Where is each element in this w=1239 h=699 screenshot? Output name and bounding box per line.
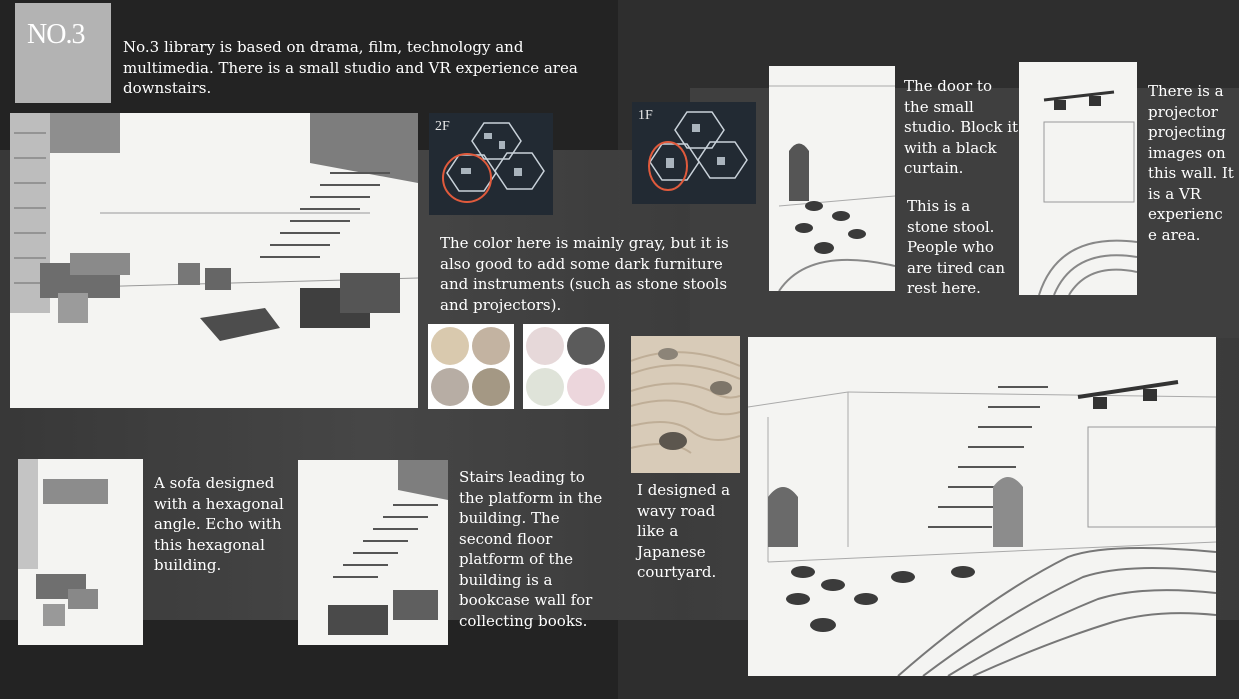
stool-caption: This is a stone stool. People who are ti… bbox=[907, 197, 1006, 297]
projector-caption: There is a projector projecting images o… bbox=[1148, 82, 1234, 244]
projector-sketch bbox=[1019, 62, 1137, 295]
swatch bbox=[431, 327, 469, 365]
door-sketch bbox=[769, 66, 895, 291]
swatch bbox=[472, 368, 510, 406]
vr-area-sketch bbox=[748, 337, 1216, 676]
swatch bbox=[431, 368, 469, 406]
floor-label-2f: 2F bbox=[435, 119, 450, 134]
main-interior-sketch bbox=[10, 113, 418, 408]
color-palette-cool bbox=[523, 324, 609, 409]
swatch bbox=[567, 327, 605, 365]
stairs-sketch bbox=[298, 460, 448, 645]
wavy-road-caption: I designed a wavy road like a Japanese c… bbox=[637, 481, 731, 581]
floor-label-1f: 1F bbox=[638, 108, 653, 123]
swatch bbox=[567, 368, 605, 406]
zen-garden-photo bbox=[631, 336, 740, 473]
floor-plan-1f: 1F bbox=[632, 102, 756, 204]
stairs-caption: Stairs leading to the platform in the bu… bbox=[459, 468, 603, 630]
color-note-text: The color here is mainly gray, but it is… bbox=[440, 234, 729, 314]
floor-plan-2f: 2F bbox=[429, 113, 553, 215]
door-caption: The door to the small studio. Block it w… bbox=[904, 77, 1019, 177]
swatch bbox=[526, 368, 564, 406]
page-number-label: NO.3 bbox=[27, 19, 85, 50]
sofa-sketch bbox=[18, 459, 143, 645]
swatch bbox=[472, 327, 510, 365]
color-palette-warm bbox=[428, 324, 514, 409]
swatch bbox=[526, 327, 564, 365]
page-number-badge: NO.3 bbox=[15, 3, 111, 103]
sofa-caption: A sofa designed with a hexagonal angle. … bbox=[154, 474, 284, 574]
intro-text: No.3 library is based on drama, film, te… bbox=[123, 38, 578, 97]
